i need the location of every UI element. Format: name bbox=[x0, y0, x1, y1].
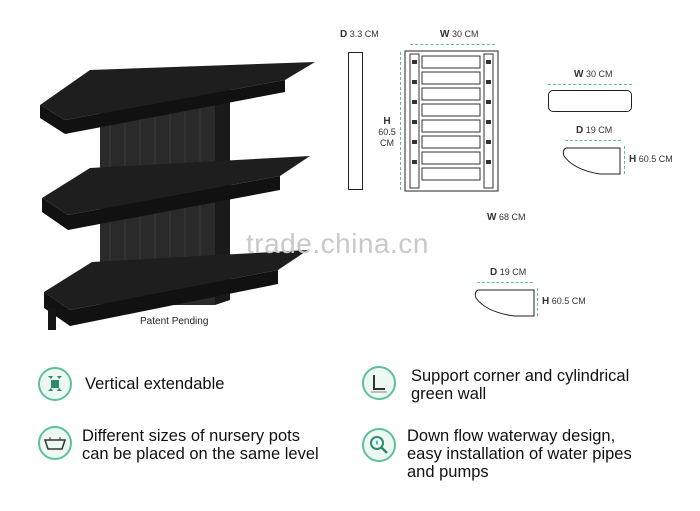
side-depth-label: D 3.3 CM bbox=[340, 29, 379, 40]
section1-drawing bbox=[562, 147, 621, 175]
front-width-arrow bbox=[410, 44, 495, 45]
top-width-label: W 30 CM bbox=[574, 69, 613, 80]
section1-height-arrow bbox=[624, 146, 625, 174]
feature-waterway-design: Down flow waterway design, easy installa… bbox=[407, 427, 632, 481]
corner-l-icon bbox=[362, 366, 396, 400]
overall-width-label: W 68 CM bbox=[487, 212, 526, 223]
feature-corner-cylindrical: Support corner and cylindrical green wal… bbox=[411, 367, 630, 403]
watermark: trade.china.cn bbox=[246, 228, 429, 259]
water-drop-icon bbox=[362, 428, 396, 462]
section2-drawing bbox=[474, 289, 535, 317]
height-arrow bbox=[400, 52, 401, 190]
section2-height-label: H 60.5 CM bbox=[542, 296, 586, 307]
product-image bbox=[40, 62, 315, 330]
section2-depth-arrow bbox=[477, 282, 533, 283]
top-width-arrow bbox=[548, 84, 632, 85]
tray-icon bbox=[38, 426, 72, 460]
feature-nursery-pots: Different sizes of nursery pots can be p… bbox=[82, 427, 319, 463]
top-view-drawing bbox=[548, 90, 632, 112]
height-label: H 60.5 CM bbox=[378, 116, 396, 148]
section1-depth-arrow bbox=[565, 140, 621, 141]
front-view-drawing bbox=[404, 50, 499, 192]
section1-depth-label: D 19 CM bbox=[576, 125, 613, 136]
section2-height-arrow bbox=[537, 288, 538, 316]
patent-caption: Patent Pending bbox=[140, 316, 209, 327]
section2-depth-label: D 19 CM bbox=[490, 267, 527, 278]
feature-vertical-extendable: Vertical extendable bbox=[85, 375, 225, 393]
puzzle-arrows-icon bbox=[38, 367, 72, 401]
side-profile-drawing bbox=[348, 52, 363, 190]
front-width-label: W 30 CM bbox=[440, 29, 479, 40]
section1-height-label: H 60.5 CM bbox=[629, 154, 673, 165]
